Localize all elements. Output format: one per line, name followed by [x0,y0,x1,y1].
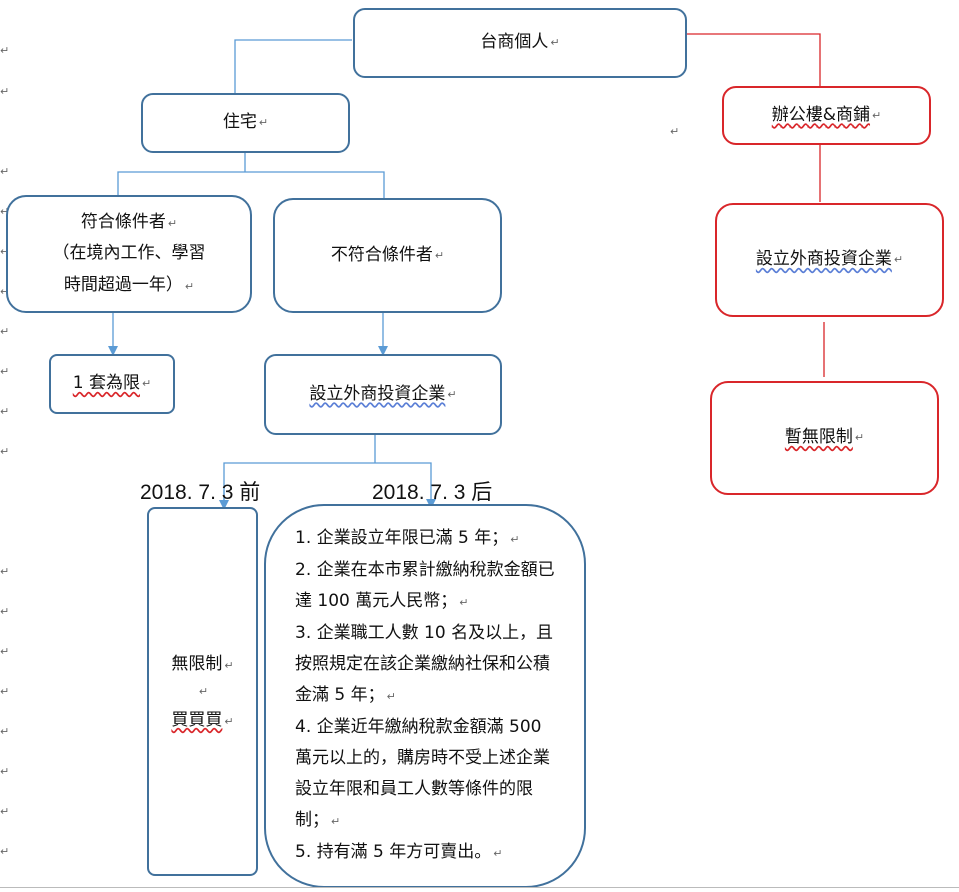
line-root-residence [234,39,352,93]
limit-one-label: 1 套為限 [72,373,140,394]
condition-item: 3. 企業職工人數 10 名及以上，且按照規定在該企業繳納社保和公積金滿 5 年… [295,623,554,705]
page-bottom-rule [0,887,959,888]
root-label: 台商個人 [480,32,549,53]
condition-item: 1. 企業設立年限已滿 5 年；↵ [295,528,520,548]
before-node: 無限制↵ ↵ 買買買↵ [147,507,258,876]
unqualified-label: 不符合條件者 [330,244,433,265]
qualified-line1: 符合條件者 [80,211,166,232]
foreign-company-left-label: 設立外商投資企業 [309,383,446,404]
condition-item: 4. 企業近年繳納稅款金額滿 500 萬元以上的，購房時不受上述企業設立年限和員… [295,717,550,830]
condition-item: 2. 企業在本市累計繳納稅款金額已達 100 萬元人民幣；↵ [295,560,555,611]
after-conditions-node: 1. 企業設立年限已滿 5 年；↵ 2. 企業在本市累計繳納稅款金額已達 100… [264,504,586,888]
no-limit-right-label: 暫無限制 [784,427,853,448]
line-root-office [686,33,821,86]
before-date-label: 2018. 7. 3 前 [140,481,261,504]
foreign-company-right-node: 設立外商投資企業↵ [715,203,944,317]
foreign-company-right-label: 設立外商投資企業 [755,249,892,270]
qualified-line2: （在境內工作、學習 [52,243,206,264]
before-line2: 買買買 [171,709,223,730]
root-node: 台商個人↵ [353,8,687,78]
residence-label: 住宅 [222,112,257,133]
office-label: 辦公樓&商鋪 [771,104,871,125]
foreign-company-left-node: 設立外商投資企業↵ [264,354,502,435]
qualified-node: 符合條件者↵ （在境內工作、學習 時間超過一年）↵ [6,195,252,313]
line-residence-branch [117,171,385,198]
office-node: 辦公樓&商鋪↵ [722,86,931,145]
limit-one-node: 1 套為限↵ [49,354,175,414]
after-date-label: 2018. 7. 3 后 [372,481,493,504]
no-limit-right-node: 暫無限制↵ [710,381,939,495]
condition-item: 5. 持有滿 5 年方可賣出。↵ [295,842,503,862]
unqualified-node: 不符合條件者↵ [273,198,502,313]
qualified-line3: 時間超過一年） [63,274,183,295]
line-company-branch [223,462,436,509]
before-line1: 無限制 [171,653,223,674]
residence-node: 住宅↵ [141,93,350,153]
after-conditions-list: 1. 企業設立年限已滿 5 年；↵ 2. 企業在本市累計繳納稅款金額已達 100… [265,523,585,869]
